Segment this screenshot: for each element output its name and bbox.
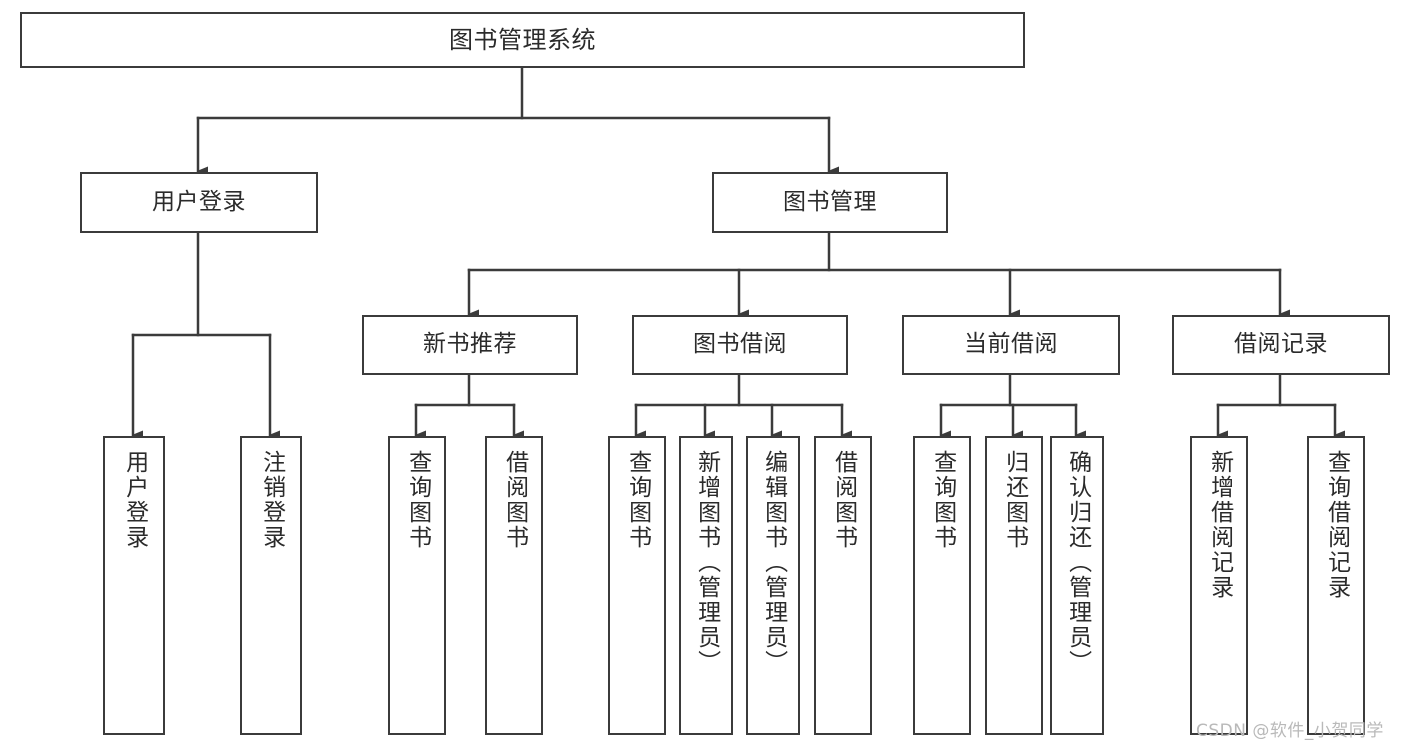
node-label-leaf-add-book: 新增图书（管理员） — [693, 450, 720, 675]
node-leaf-user-login[interactable]: 用户登录 — [103, 436, 165, 735]
node-book-borrow[interactable]: 图书借阅 — [632, 315, 848, 375]
node-label-leaf-query-book-rec: 查询图书 — [404, 450, 431, 550]
node-label-leaf-borrow-book: 借阅图书 — [830, 450, 857, 550]
node-label-leaf-query-book-current: 查询图书 — [929, 450, 956, 550]
node-label-root: 图书管理系统 — [449, 25, 596, 54]
node-leaf-user-logout[interactable]: 注销登录 — [240, 436, 302, 735]
node-label-leaf-confirm-return: 确认归还（管理员） — [1064, 450, 1091, 675]
node-label-book-borrow: 图书借阅 — [693, 331, 787, 358]
node-label-leaf-borrow-book-rec: 借阅图书 — [501, 450, 528, 550]
csdn-watermark: CSDN @软件_小贺同学 — [1196, 721, 1384, 741]
node-label-borrow-record: 借阅记录 — [1234, 331, 1328, 358]
node-leaf-add-borrow-record[interactable]: 新增借阅记录 — [1190, 436, 1248, 735]
node-root[interactable]: 图书管理系统 — [20, 12, 1025, 68]
node-label-leaf-query-book-borrow: 查询图书 — [624, 450, 651, 550]
node-label-leaf-edit-book: 编辑图书（管理员） — [760, 450, 787, 675]
node-label-new-book-recommend: 新书推荐 — [423, 331, 517, 358]
node-leaf-query-book-current[interactable]: 查询图书 — [913, 436, 971, 735]
node-label-book-manage: 图书管理 — [783, 188, 877, 215]
node-label-leaf-user-login: 用户登录 — [121, 450, 148, 550]
node-label-leaf-query-borrow-record: 查询借阅记录 — [1323, 450, 1350, 600]
node-leaf-query-book-rec[interactable]: 查询图书 — [388, 436, 446, 735]
node-book-manage[interactable]: 图书管理 — [712, 172, 948, 233]
node-leaf-borrow-book[interactable]: 借阅图书 — [814, 436, 872, 735]
connector-lines — [131, 66, 1345, 440]
node-leaf-return-book[interactable]: 归还图书 — [985, 436, 1043, 735]
node-label-leaf-add-borrow-record: 新增借阅记录 — [1206, 450, 1233, 600]
node-leaf-edit-book[interactable]: 编辑图书（管理员） — [746, 436, 800, 735]
node-current-borrow[interactable]: 当前借阅 — [902, 315, 1120, 375]
node-leaf-confirm-return[interactable]: 确认归还（管理员） — [1050, 436, 1104, 735]
node-leaf-query-book-borrow[interactable]: 查询图书 — [608, 436, 666, 735]
node-borrow-record[interactable]: 借阅记录 — [1172, 315, 1390, 375]
node-label-leaf-return-book: 归还图书 — [1001, 450, 1028, 550]
node-new-book-recommend[interactable]: 新书推荐 — [362, 315, 578, 375]
node-leaf-query-borrow-record[interactable]: 查询借阅记录 — [1307, 436, 1365, 735]
node-label-leaf-user-logout: 注销登录 — [258, 450, 285, 550]
node-leaf-add-book[interactable]: 新增图书（管理员） — [679, 436, 733, 735]
node-leaf-borrow-book-rec[interactable]: 借阅图书 — [485, 436, 543, 735]
node-label-current-borrow: 当前借阅 — [964, 331, 1058, 358]
node-user-login[interactable]: 用户登录 — [80, 172, 318, 233]
node-label-user-login: 用户登录 — [152, 188, 246, 215]
